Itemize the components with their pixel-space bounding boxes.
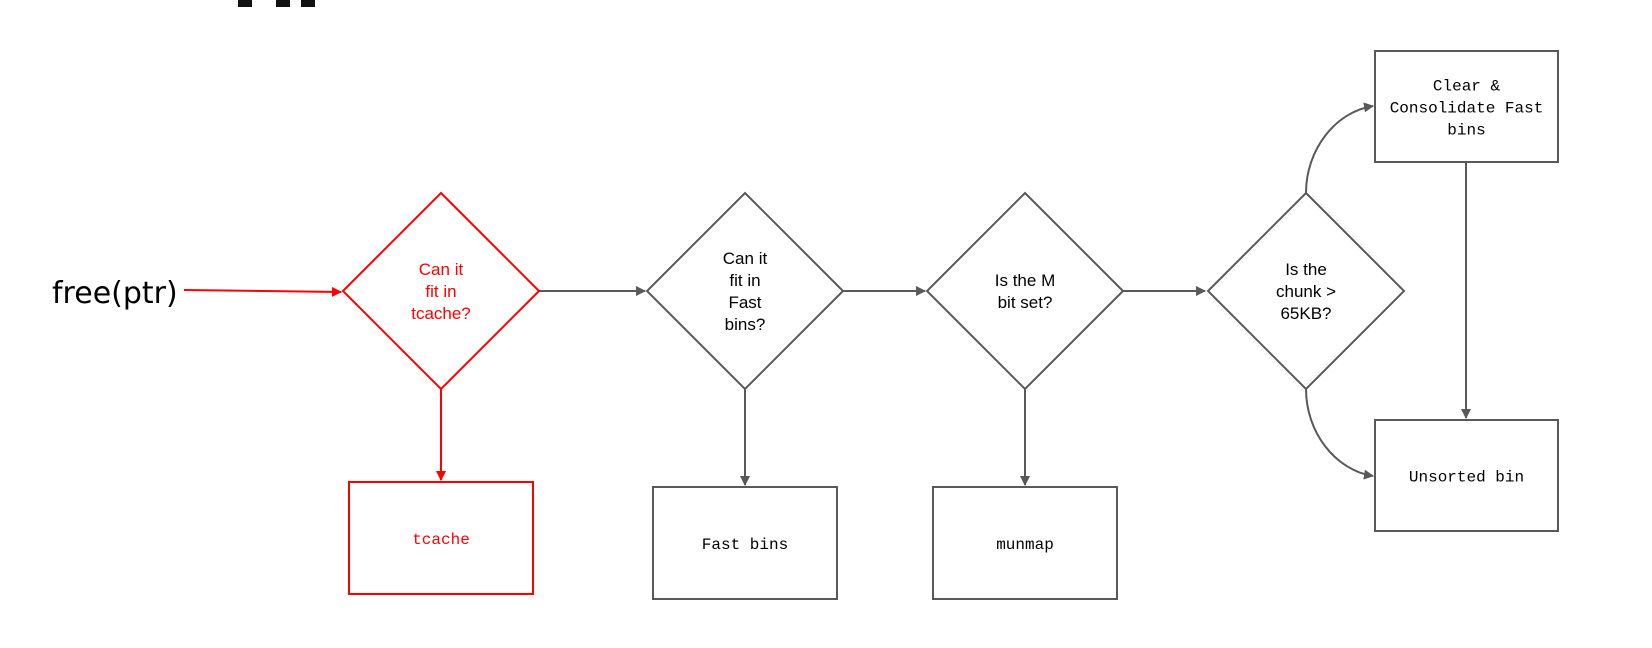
- box-munmap: munmap: [932, 486, 1118, 600]
- decision-size-check-shape: [1206, 191, 1406, 391]
- decision-fastbin-check-line: Can it: [723, 249, 768, 268]
- decision-tcache-check-line: fit in: [425, 282, 456, 301]
- box-clear-consolidate-line: bins: [1447, 122, 1485, 140]
- decision-tcache-check: Can it fit in tcache?: [341, 191, 541, 391]
- box-fast-bins-shape: [652, 486, 838, 600]
- box-fast-bins: Fast bins: [652, 486, 838, 600]
- box-unsorted-bin-shape: [1374, 419, 1559, 532]
- box-tcache-line: tcache: [412, 531, 470, 549]
- decision-size-check-line: 65KB?: [1280, 304, 1331, 323]
- box-clear-consolidate-line: Consolidate Fast: [1390, 100, 1544, 118]
- edge-size-check-to-clear-consolidate: [1305, 102, 1374, 194]
- decision-size-check: Is the chunk > 65KB?: [1206, 191, 1406, 391]
- decision-fastbin-check-line: Fast: [728, 293, 761, 312]
- decision-fastbin-check-line: fit in: [729, 271, 760, 290]
- box-fast-bins-line: Fast bins: [702, 536, 788, 554]
- decision-mbit-check-line: Is the M: [995, 271, 1055, 290]
- edge-size-check-to-unsorted-bin: [1305, 388, 1374, 480]
- box-tcache-shape: [348, 481, 534, 595]
- decision-mbit-check-shape: [925, 191, 1125, 391]
- decision-tcache-check-line: Can it: [419, 260, 464, 279]
- decision-tcache-check-line: tcache?: [411, 304, 471, 323]
- decision-mbit-check-line: bit set?: [998, 293, 1053, 312]
- box-tcache: tcache: [348, 481, 534, 595]
- decision-size-check-line: chunk >: [1276, 282, 1336, 301]
- cropped-text-fragment: [301, 0, 315, 7]
- box-clear-consolidate-shape: [1374, 50, 1559, 163]
- box-clear-consolidate-line: Clear &: [1433, 78, 1501, 96]
- decision-fastbin-check-shape: [645, 191, 845, 391]
- start-label: free(ptr): [52, 276, 178, 311]
- decision-size-check-line: Is the: [1285, 260, 1327, 279]
- decision-fastbin-check-line: bins?: [725, 315, 766, 334]
- box-unsorted-bin: Unsorted bin: [1374, 419, 1559, 532]
- box-munmap-line: munmap: [996, 536, 1054, 554]
- decision-mbit-check: Is the M bit set?: [925, 191, 1125, 391]
- edge-start-to-tcache-check: [183, 286, 342, 297]
- decision-tcache-check-shape: [341, 191, 541, 391]
- decision-fastbin-check: Can it fit in Fast bins?: [645, 191, 845, 391]
- box-clear-consolidate: Clear & Consolidate Fast bins: [1374, 50, 1559, 163]
- box-munmap-shape: [932, 486, 1118, 600]
- box-unsorted-bin-line: Unsorted bin: [1409, 469, 1524, 487]
- cropped-text-fragment: [276, 0, 290, 7]
- cropped-text-fragment: [238, 0, 252, 7]
